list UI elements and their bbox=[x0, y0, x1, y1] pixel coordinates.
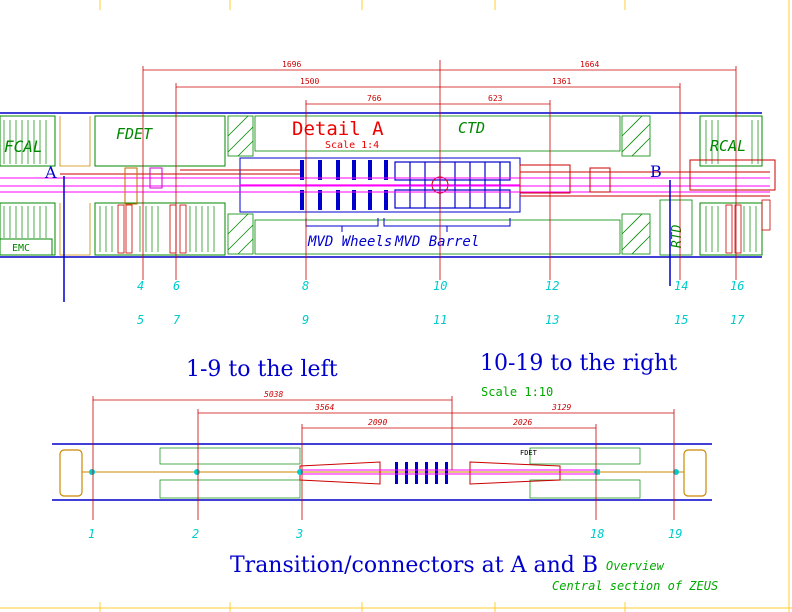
ctd-endplates bbox=[227, 115, 651, 255]
mvd-barrel bbox=[394, 161, 511, 209]
mvd-barrel-brace bbox=[383, 218, 511, 232]
overview-fdet-label: FDET bbox=[520, 449, 538, 457]
pos-9: 9 bbox=[302, 313, 309, 327]
detail-dimension-lines bbox=[142, 60, 737, 280]
rcal-block bbox=[659, 115, 771, 256]
marker-b: B bbox=[650, 162, 662, 181]
beam-pipe-cables bbox=[0, 159, 776, 205]
dim-3564: 3564 bbox=[314, 403, 334, 412]
caption-left: 1-9 to the left bbox=[186, 357, 338, 382]
dim-5038: 5038 bbox=[264, 390, 283, 399]
pos-12: 12 bbox=[545, 279, 559, 293]
pos-10: 10 bbox=[433, 279, 447, 293]
pos-16: 16 bbox=[730, 279, 744, 293]
caption-transition: Transition/connectors at A and B bbox=[230, 553, 598, 578]
pos-3: 3 bbox=[295, 527, 303, 541]
pos-7: 7 bbox=[173, 313, 181, 327]
fdet-block bbox=[59, 115, 226, 256]
fcal-block bbox=[0, 115, 56, 256]
caption-right: 10-19 to the right bbox=[480, 351, 677, 376]
rtd-label: RTD bbox=[670, 224, 685, 248]
dim-1696: 1696 bbox=[282, 60, 301, 69]
pos-17: 17 bbox=[730, 313, 745, 327]
fcal-label: FCAL bbox=[4, 137, 43, 156]
pos-18: 18 bbox=[590, 527, 604, 541]
dim-3129: 3129 bbox=[551, 403, 571, 412]
mvd-wheels bbox=[300, 160, 388, 210]
overview-position-numbers: 1 2 3 18 19 bbox=[88, 527, 682, 541]
pos-13: 13 bbox=[545, 313, 559, 327]
overview-section: FDET 5038 3564 3129 2090 2026 1 2 3 18 1… bbox=[52, 390, 712, 541]
pos-5: 5 bbox=[137, 313, 144, 327]
pos-19: 19 bbox=[668, 527, 682, 541]
pos-8: 8 bbox=[302, 279, 309, 293]
dim-1500: 1500 bbox=[300, 77, 319, 86]
pos-2: 2 bbox=[192, 527, 199, 541]
rcal-label: RCAL bbox=[710, 137, 746, 155]
mvd-structure bbox=[239, 157, 521, 213]
dim-1664: 1664 bbox=[580, 60, 599, 69]
mvd-barrel-label: MVD Barrel bbox=[394, 234, 479, 250]
ctd-label: CTD bbox=[458, 119, 485, 137]
pos-4: 4 bbox=[137, 279, 144, 293]
fdet-label: FDET bbox=[116, 125, 153, 143]
scale-overview: Scale 1:10 bbox=[481, 385, 553, 399]
detail-a-title: Detail A bbox=[292, 118, 384, 140]
pos-11: 11 bbox=[433, 313, 447, 327]
mvd-wheels-label: MVD Wheels bbox=[307, 234, 392, 250]
caption-central: Central section of ZEUS bbox=[552, 579, 718, 593]
pos-1: 1 bbox=[88, 527, 95, 541]
dim-1361: 1361 bbox=[552, 77, 571, 86]
pos-15: 15 bbox=[674, 313, 688, 327]
emc-label: EMC bbox=[12, 243, 30, 254]
pos-14: 14 bbox=[674, 279, 688, 293]
marker-a: A bbox=[44, 163, 57, 182]
detail-a-section: FCAL FDET CTD RCAL EMC RTD Detail A Scal… bbox=[0, 60, 776, 302]
top-position-numbers: 4 6 8 10 12 14 16 5 7 9 11 13 15 17 bbox=[137, 279, 745, 327]
ctd-box bbox=[254, 115, 621, 255]
overview-dimension-lines bbox=[92, 396, 675, 520]
dim-623: 623 bbox=[488, 94, 503, 103]
dim-2090: 2090 bbox=[368, 418, 387, 427]
pos-6: 6 bbox=[173, 279, 180, 293]
dim-766: 766 bbox=[367, 94, 382, 103]
dim-2026: 2026 bbox=[513, 418, 532, 427]
detail-a-scale: Scale 1:4 bbox=[325, 140, 379, 151]
caption-overview: Overview bbox=[606, 559, 665, 573]
